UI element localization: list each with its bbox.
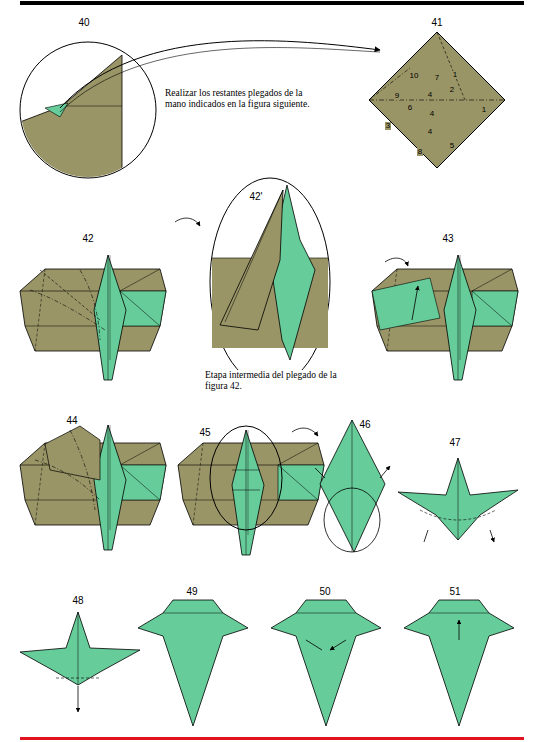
step-number: 47 bbox=[449, 437, 460, 448]
step-40-figure bbox=[20, 41, 380, 185]
step-number: 46 bbox=[359, 419, 370, 430]
step-42-prime-figure bbox=[210, 178, 330, 386]
step-42-figure bbox=[20, 218, 200, 380]
top-bar bbox=[20, 1, 524, 5]
step-number: 44 bbox=[66, 415, 77, 426]
step-45-figure bbox=[178, 426, 324, 555]
step-number: 40 bbox=[78, 17, 89, 28]
step-number: 42' bbox=[249, 191, 262, 202]
fold-order-number: 7 bbox=[434, 74, 440, 83]
step-41-figure bbox=[369, 32, 505, 168]
step-50-figure bbox=[271, 600, 381, 726]
fold-order-number: 1 bbox=[452, 71, 458, 80]
step-number: 49 bbox=[186, 586, 197, 597]
fold-order-number: 5 bbox=[449, 142, 455, 151]
fold-order-number: 2 bbox=[449, 86, 455, 95]
step-number: 48 bbox=[72, 595, 83, 606]
note-text: Realizar los restantes plegados de la ma… bbox=[165, 88, 315, 111]
step-47-figure bbox=[398, 458, 518, 542]
fold-order-number: 1 bbox=[481, 106, 487, 115]
fold-order-number: 3 bbox=[385, 122, 391, 131]
step-44-figure bbox=[20, 425, 166, 550]
fold-order-number: 6 bbox=[407, 104, 413, 113]
step-43-figure bbox=[372, 255, 518, 380]
fold-order-number: 4 bbox=[429, 110, 435, 119]
fold-order-number: 8 bbox=[417, 148, 423, 157]
step-number: 42 bbox=[82, 233, 93, 244]
fold-order-number: 4 bbox=[427, 128, 433, 137]
step-49-figure bbox=[138, 600, 248, 726]
bottom-bar bbox=[20, 737, 524, 740]
fold-order-number: 10 bbox=[409, 72, 420, 81]
step-51-figure bbox=[404, 600, 514, 726]
note-text: Etapa intermedia del plegado de la figur… bbox=[205, 370, 340, 393]
fold-order-number: 9 bbox=[394, 92, 400, 101]
step-48-figure bbox=[20, 612, 140, 712]
step-46-figure bbox=[315, 420, 390, 552]
step-number: 45 bbox=[199, 427, 210, 438]
step-number: 51 bbox=[449, 586, 460, 597]
step-number: 43 bbox=[442, 233, 453, 244]
step-number: 50 bbox=[319, 586, 330, 597]
fold-order-number: 4 bbox=[427, 91, 433, 100]
step-number: 41 bbox=[431, 17, 442, 28]
